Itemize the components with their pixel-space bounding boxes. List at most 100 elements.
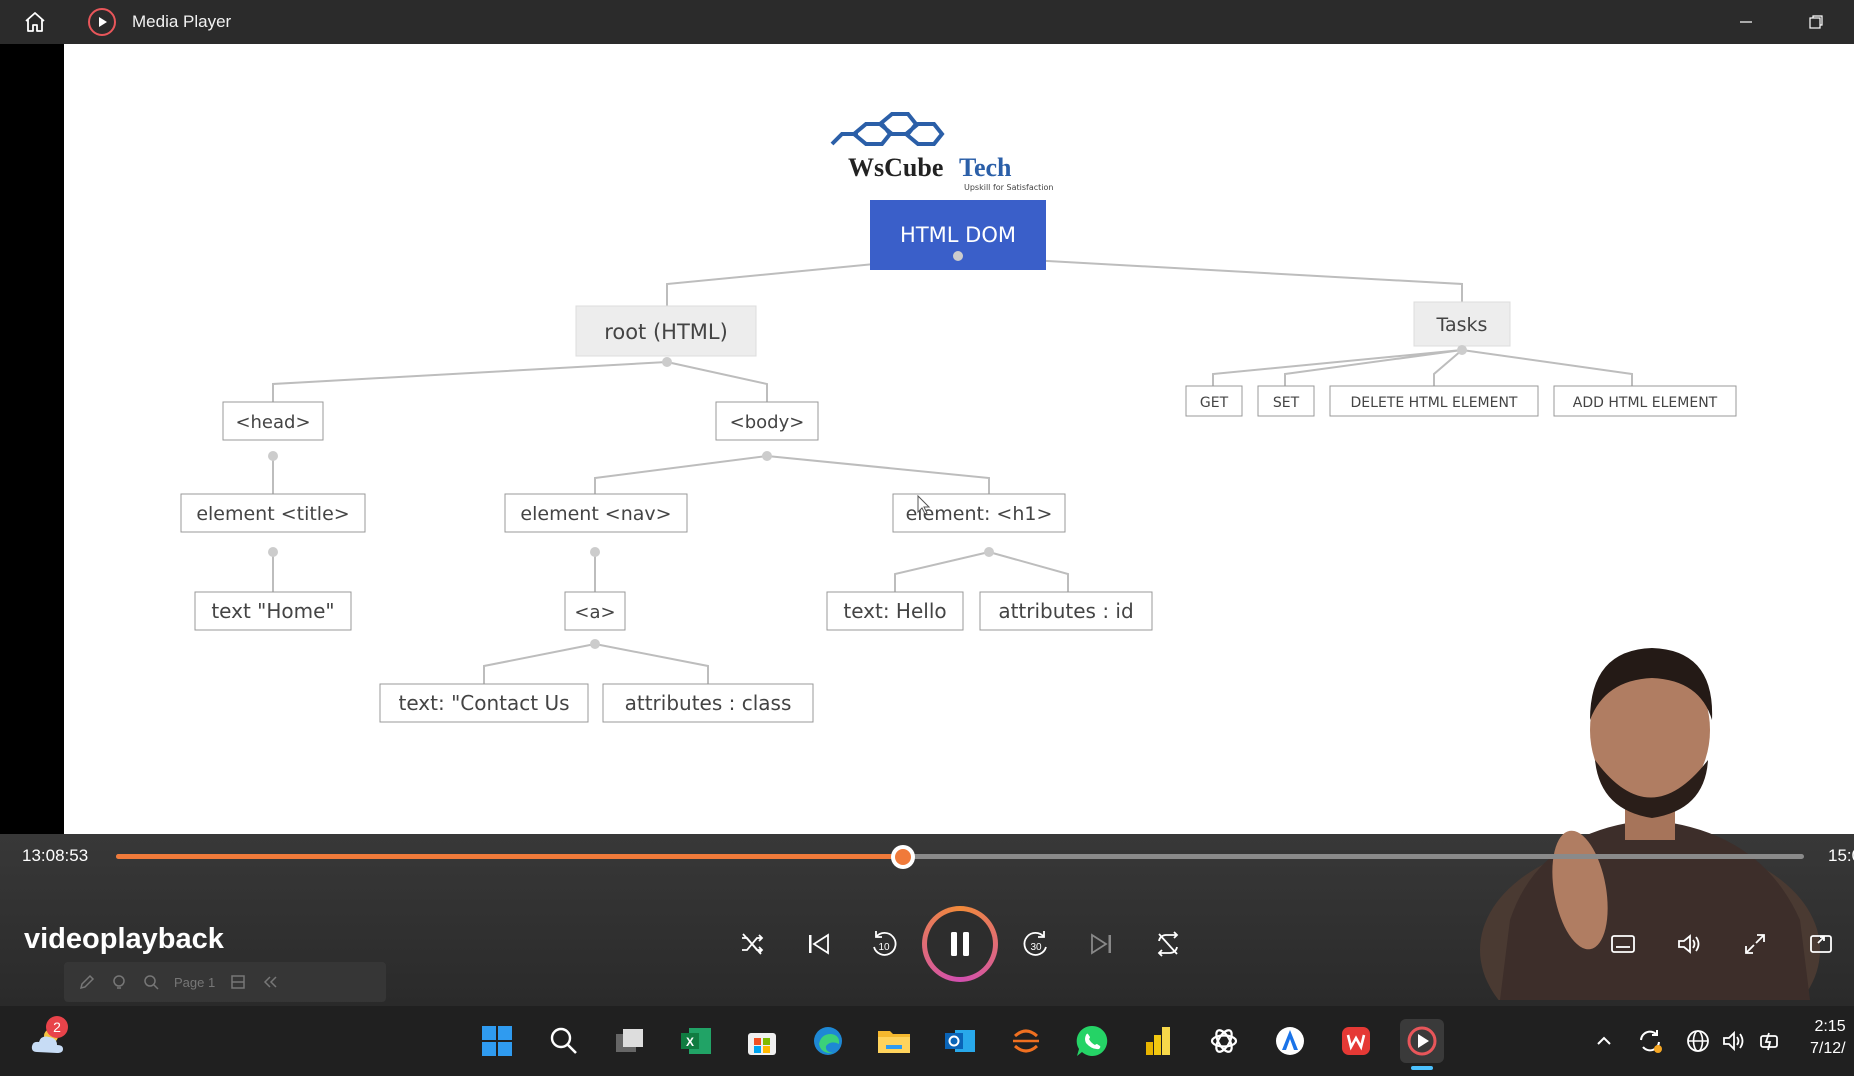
media-player-app-icon [88, 8, 116, 36]
logo-brand-accent: Tech [959, 153, 1012, 182]
wps-office-app[interactable] [1334, 1019, 1378, 1063]
wscube-logo: WsCube Tech Upskill for Satisfaction [830, 112, 1053, 192]
edge-app[interactable] [806, 1019, 850, 1063]
captions-button[interactable] [1597, 918, 1649, 970]
node-head [222, 401, 324, 441]
captions-icon [1611, 935, 1635, 953]
logo-tagline: Upskill for Satisfaction [964, 183, 1053, 192]
blue-app[interactable] [1268, 1019, 1312, 1063]
excel-icon: X [681, 1028, 711, 1054]
active-app-indicator [1411, 1066, 1433, 1070]
node-text-home-label: text "Home" [211, 599, 334, 623]
wps-office-icon [1342, 1027, 1370, 1055]
node-root-html-label: root (HTML) [604, 320, 728, 344]
node-h1-text-label: text: Hello [843, 599, 946, 623]
node-a-attr-label: attributes : class [625, 691, 792, 715]
excel-app[interactable]: X [674, 1019, 718, 1063]
weather-notification-badge: 2 [46, 1016, 68, 1038]
file-explorer-app[interactable] [872, 1019, 916, 1063]
home-button[interactable] [0, 0, 70, 44]
volume-button[interactable] [1663, 918, 1715, 970]
clock-date: 7/12/ [1810, 1040, 1846, 1057]
node-element-h1-label: element: <h1> [906, 503, 1053, 525]
skip-previous-icon [809, 933, 829, 955]
windows-start-icon [482, 1026, 512, 1056]
node-task-get-label: GET [1200, 395, 1229, 411]
start-button[interactable] [475, 1019, 519, 1063]
volume-tray-button[interactable] [1712, 1019, 1756, 1063]
task-view-button[interactable] [608, 1019, 652, 1063]
node-connector-dot [953, 251, 963, 261]
chatgpt-icon [1210, 1029, 1238, 1053]
pause-button[interactable] [922, 906, 998, 982]
previous-button[interactable] [792, 918, 844, 970]
power-bi-icon [1146, 1027, 1170, 1055]
node-head-label: <head> [235, 412, 310, 433]
video-frame[interactable]: WsCube Tech Upskill for Satisfaction HTM… [64, 44, 1854, 834]
network-tray-button[interactable] [1676, 1019, 1720, 1063]
fullscreen-button[interactable] [1729, 918, 1781, 970]
fullscreen-icon [1745, 934, 1765, 954]
node-element-nav [504, 493, 688, 533]
whatsapp-icon [1076, 1025, 1108, 1056]
node-tasks-label: Tasks [1436, 314, 1488, 336]
media-player-icon [1407, 1026, 1437, 1056]
skip-forward-button[interactable]: 30 [1010, 918, 1062, 970]
node-a-attr [602, 683, 814, 723]
node-a [564, 591, 626, 631]
ink-page-label: Page 1 [174, 974, 216, 990]
shuffle-off-icon [742, 933, 764, 955]
next-button[interactable] [1076, 918, 1128, 970]
node-task-set-label: SET [1273, 395, 1300, 411]
taskbar-clock[interactable]: 2:15 7/12/ [1810, 1016, 1846, 1060]
whatsapp-app[interactable] [1070, 1019, 1114, 1063]
node-text-home [194, 591, 352, 631]
media-player-taskbar-app[interactable] [1400, 1019, 1444, 1063]
repeat-off-icon [1157, 931, 1179, 957]
chatgpt-app[interactable] [1202, 1019, 1246, 1063]
restore-button[interactable] [1784, 0, 1848, 44]
sync-tray-icon-button[interactable] [1628, 1019, 1672, 1063]
collapse-icon[interactable] [261, 973, 279, 991]
show-hidden-icons-button[interactable] [1582, 1019, 1626, 1063]
edge-browser-icon [814, 1027, 842, 1055]
sync-icon [1640, 1030, 1662, 1053]
forward-30-icon: 30 [1023, 931, 1047, 956]
node-body [715, 401, 819, 441]
minimize-button[interactable] [1714, 0, 1778, 44]
microsoft-store-app[interactable] [740, 1019, 784, 1063]
seek-thumb[interactable] [890, 845, 915, 869]
repeat-button[interactable] [1142, 918, 1194, 970]
zoom-icon[interactable] [142, 973, 160, 991]
title-bar: Media Player [0, 0, 1854, 44]
mouse-cursor-icon [917, 494, 931, 515]
skip-back-button[interactable]: 10 [858, 918, 910, 970]
node-task-delete-label: DELETE HTML ELEMENT [1351, 395, 1518, 411]
skip-next-icon [1091, 933, 1111, 955]
node-h1-text [826, 591, 964, 631]
node-h1-attr-label: attributes : id [998, 599, 1133, 623]
pen-icon[interactable] [78, 973, 96, 991]
node-task-set [1257, 385, 1315, 417]
chevron-up-icon [1597, 1036, 1611, 1045]
mini-player-button[interactable] [1795, 918, 1847, 970]
battery-tray-button[interactable] [1748, 1019, 1792, 1063]
lightbulb-icon[interactable] [110, 973, 128, 991]
blue-app-icon [1276, 1027, 1304, 1055]
seek-bar-progress [116, 854, 903, 859]
svg-text:X: X [686, 1035, 694, 1049]
globe-icon [1687, 1030, 1709, 1052]
svg-text:30: 30 [1030, 942, 1042, 953]
outlook-app[interactable] [938, 1019, 982, 1063]
presenter-webcam-overlay [1480, 648, 1820, 1000]
home-icon [25, 12, 45, 32]
layout-icon[interactable] [229, 973, 247, 991]
total-duration: 15:0 [1828, 846, 1854, 865]
seek-bar[interactable] [116, 854, 1804, 859]
windows-taskbar [0, 1006, 1854, 1076]
orange-app[interactable] [1004, 1019, 1048, 1063]
shuffle-button[interactable] [726, 918, 778, 970]
power-bi-app[interactable] [1136, 1019, 1180, 1063]
taskbar-search-button[interactable] [542, 1019, 586, 1063]
volume-icon [1678, 934, 1700, 954]
